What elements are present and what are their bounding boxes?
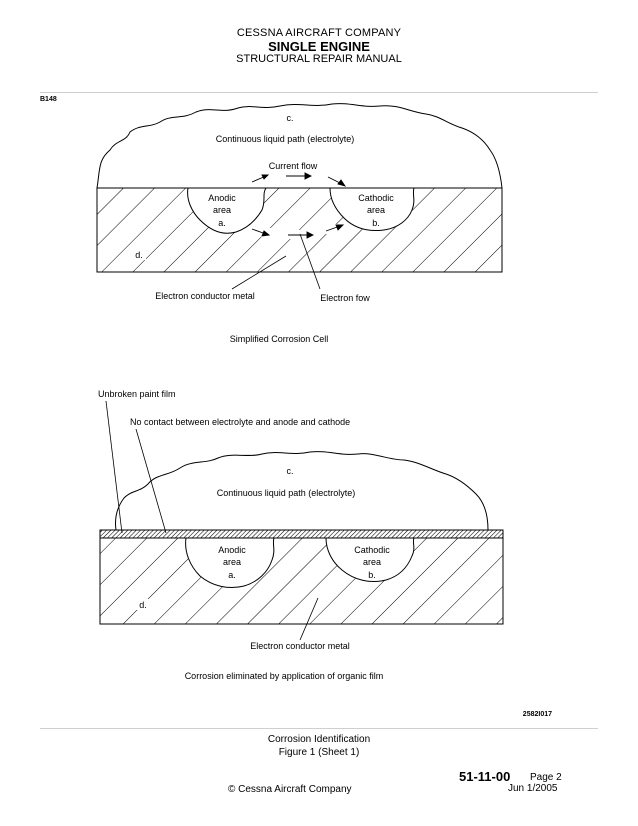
- conductor-leader-bottom: [299, 597, 319, 641]
- cathodic-pit-bottom: [325, 537, 415, 583]
- conductor-label-bottom: Electron conductor metal: [250, 641, 350, 651]
- revision-date: Jun 1/2005: [508, 783, 558, 794]
- top-diagram: c. Continuous liquid path (electrolyte) …: [96, 103, 503, 344]
- copyright: © Cessna Aircraft Company: [228, 784, 352, 795]
- electrolyte-label-bottom: Continuous liquid path (electrolyte): [217, 488, 356, 498]
- anodic-label-top-1: Anodic: [208, 193, 236, 203]
- manual-section-number: 51-11-00: [459, 769, 511, 784]
- manual-title: SINGLE ENGINE: [268, 39, 370, 54]
- current-flow-arrows: [251, 172, 347, 187]
- figure-caption-title: Corrosion Identification: [267, 734, 371, 745]
- anodic-pit-top: [187, 187, 267, 234]
- conductor-leader-top: [231, 255, 287, 290]
- label-d-bottom: d.: [139, 600, 147, 610]
- caption-bottom-diagram: Corrosion eliminated by application of o…: [185, 671, 384, 681]
- figure-bottom-rule: [40, 728, 598, 729]
- electron-flow-leader: [299, 233, 321, 290]
- conductor-label-top: Electron conductor metal: [155, 291, 255, 301]
- caption-top-diagram: Simplified Corrosion Cell: [230, 334, 329, 344]
- cathodic-label-top-1: Cathodic: [358, 193, 394, 203]
- figure-code-top: B148: [40, 96, 57, 103]
- cathodic-label-top-2: area: [367, 205, 385, 215]
- manual-subtitle: STRUCTURAL REPAIR MANUAL: [236, 53, 402, 65]
- header-rule: [40, 92, 598, 93]
- current-flow-label: Current flow: [269, 161, 318, 171]
- label-c-bottom: c.: [286, 466, 293, 476]
- anodic-label-top-3: a.: [218, 218, 226, 228]
- bottom-diagram: Unbroken paint film No contact between e…: [98, 389, 504, 681]
- no-contact-label: No contact between electrolyte and anode…: [130, 417, 350, 427]
- anodic-label-bottom-3: a.: [228, 570, 236, 580]
- paint-film-label: Unbroken paint film: [98, 389, 176, 399]
- company-name: CESSNA AIRCRAFT COMPANY: [236, 27, 402, 39]
- electron-flow-label: Electron fow: [320, 293, 370, 303]
- cathodic-label-bottom-3: b.: [368, 570, 376, 580]
- label-d-top: d.: [135, 250, 143, 260]
- cathodic-label-bottom-2: area: [363, 557, 381, 567]
- cathodic-label-top-3: b.: [372, 218, 380, 228]
- figure-code-bottom: 2582I017: [523, 711, 552, 718]
- anodic-label-bottom-1: Anodic: [218, 545, 246, 555]
- anodic-pit-bottom: [185, 537, 275, 589]
- corrosion-figure: B148 c. Continuous liquid path (electrol…: [40, 96, 552, 718]
- page-number: Page 2: [530, 772, 562, 783]
- cathodic-label-bottom-1: Cathodic: [354, 545, 390, 555]
- electrolyte-drop-bottom: [115, 451, 489, 531]
- no-contact-leader: [135, 428, 167, 534]
- anodic-label-top-2: area: [213, 205, 231, 215]
- electrolyte-drop-top: [96, 103, 503, 189]
- cathodic-pit-top: [329, 187, 415, 231]
- anodic-label-bottom-2: area: [223, 557, 241, 567]
- paint-film: [99, 529, 504, 539]
- figure-caption-sheet: Figure 1 (Sheet 1): [278, 747, 360, 758]
- paint-film-leader: [105, 400, 123, 534]
- electrolyte-label-top: Continuous liquid path (electrolyte): [216, 134, 355, 144]
- label-c-top: c.: [286, 113, 293, 123]
